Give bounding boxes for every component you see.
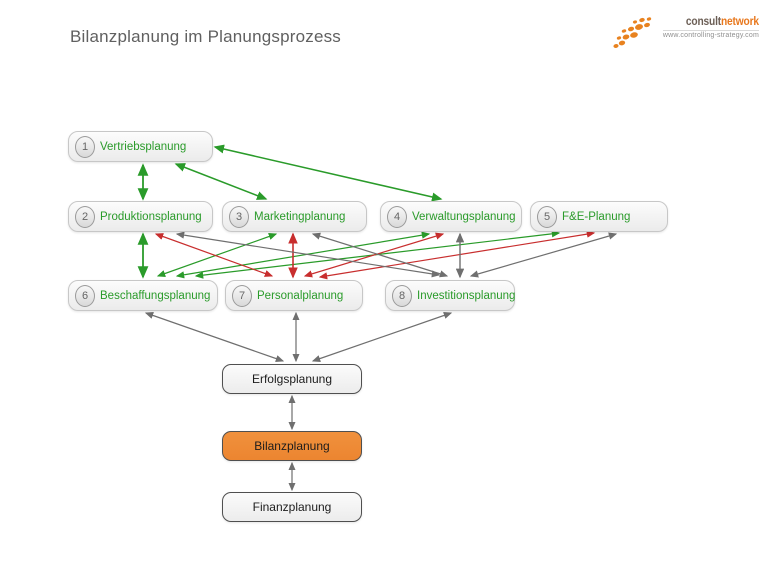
node-number-badge: 6 [75, 284, 95, 307]
logo-brand-consult: consult [685, 14, 722, 28]
node-number-badge: 4 [387, 205, 407, 228]
node-number-badge: 3 [229, 205, 249, 228]
node-number-badge: 5 [537, 205, 557, 228]
page-title: Bilanzplanung im Planungsprozess [70, 27, 342, 46]
node-label: Bilanzplanung [254, 439, 330, 453]
node-label: Vertriebsplanung [100, 140, 187, 153]
logo-dots-icon [613, 17, 652, 48]
node-label: Investitionsplanung [417, 289, 516, 302]
edge-fe-planung-personalplanung [318, 230, 596, 280]
node-produktionsplanung: 2 Produktionsplanung [68, 201, 213, 232]
node-number-badge: 2 [75, 205, 95, 228]
edge-vertriebsplanung-verwaltungsplanung [213, 144, 443, 202]
logo-brand: consultnetwork [686, 14, 759, 28]
node-bilanzplanung: Bilanzplanung [222, 431, 362, 461]
edge-investitionsplanung-erfolgsplanung [311, 311, 453, 363]
node-label: Verwaltungsplanung [412, 210, 516, 223]
logo: consultnetwork www.controlling-strategy.… [611, 14, 759, 51]
node-label: Beschaffungsplanung [100, 289, 211, 302]
node-number-badge: 8 [392, 284, 412, 307]
edge-marketingplanung-investitionsplanung [311, 232, 449, 278]
node-label: Personalplanung [257, 289, 344, 302]
edge-vertriebsplanung-marketingplanung [174, 163, 268, 200]
node-label: Produktionsplanung [100, 210, 202, 223]
edge-fe-planung-investitionsplanung [469, 232, 618, 278]
node-label: Finanzplanung [252, 500, 332, 514]
node-fe-planung: 5 F&E-Planung [530, 201, 668, 232]
node-finanzplanung: Finanzplanung [222, 492, 362, 522]
edge-verwaltungsplanung-personalplanung [303, 232, 445, 278]
node-investitionsplanung: 8 Investitionsplanung [385, 280, 515, 311]
node-marketingplanung: 3 Marketingplanung [222, 201, 367, 232]
node-number-badge: 1 [75, 135, 95, 158]
node-label: F&E-Planung [562, 210, 631, 223]
node-verwaltungsplanung: 4 Verwaltungsplanung [380, 201, 522, 232]
edge-beschaffungsplanung-erfolgsplanung [144, 311, 285, 363]
node-beschaffungsplanung: 6 Beschaffungsplanung [68, 280, 218, 311]
logo-url: www.controlling-strategy.com [662, 30, 759, 39]
logo-brand-network: network [721, 14, 759, 28]
node-erfolgsplanung: Erfolgsplanung [222, 364, 362, 394]
node-number-badge: 7 [232, 284, 252, 307]
node-personalplanung: 7 Personalplanung [225, 280, 363, 311]
node-label: Erfolgsplanung [251, 372, 333, 386]
node-vertriebsplanung: 1 Vertriebsplanung [68, 131, 213, 162]
node-label: Marketingplanung [254, 210, 346, 223]
